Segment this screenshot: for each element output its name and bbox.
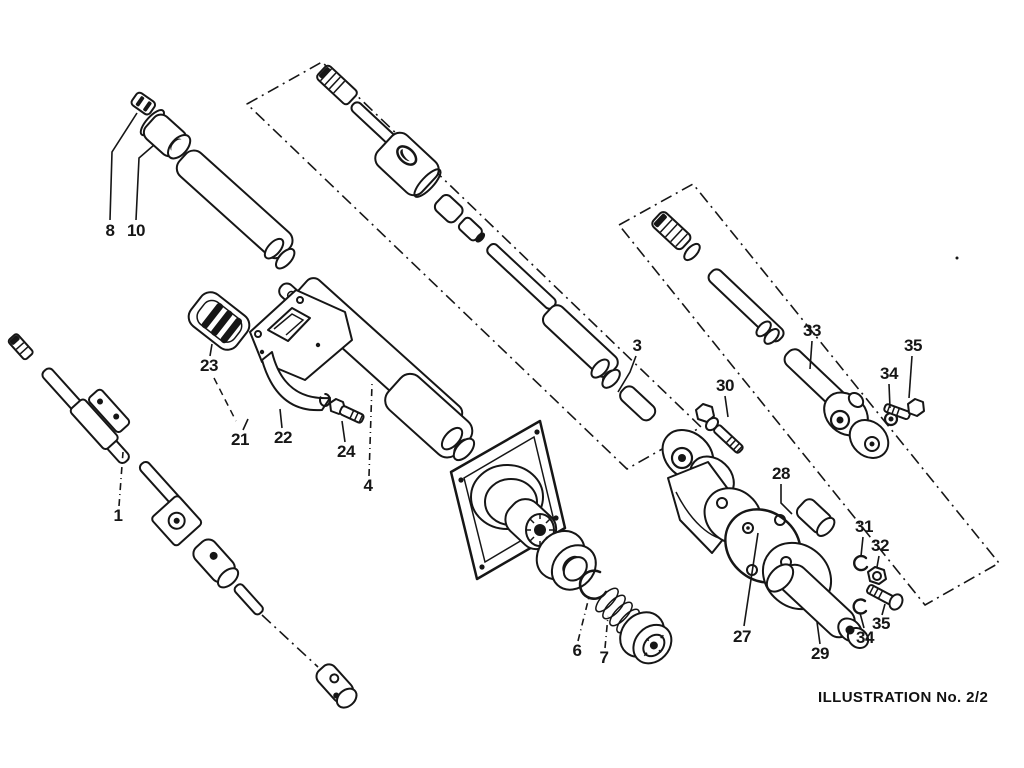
leader-line-30 [724, 395, 729, 418]
lower-joint-shaft [651, 211, 890, 459]
column-nut [619, 611, 673, 665]
phantom-outline-upper [246, 61, 702, 470]
phantom-outline-lower [618, 183, 1000, 606]
part-label-7: 7 [599, 648, 609, 667]
steering-main-shaft [316, 64, 657, 422]
small-fasteners [852, 398, 925, 615]
shaft-ring-pair [590, 358, 621, 389]
bearing-cup [535, 529, 597, 591]
shaft-collar [374, 131, 442, 198]
part-label-22: 22 [274, 428, 292, 447]
part-label-28: 28 [772, 464, 790, 483]
leader-line-22 [279, 408, 283, 429]
part-label-24: 24 [337, 442, 355, 461]
flexible-coupling [703, 487, 870, 649]
washer-34-bottom [852, 598, 868, 615]
bracket-bolt [319, 393, 365, 424]
bearing-spring-nut [535, 529, 673, 665]
leader-line-34 [888, 383, 891, 409]
part-label-27: 27 [733, 627, 751, 646]
leader-line-32 [876, 555, 880, 568]
leader-line-6 [577, 596, 590, 642]
joint-fork-33 [823, 391, 890, 459]
leader-line-10 [135, 144, 155, 221]
leader-line-31 [860, 536, 864, 557]
part-label-30: 30 [716, 376, 734, 395]
lower-steering-shaft [7, 333, 358, 709]
leader-line-33 [809, 340, 813, 370]
part-label-35: 35 [872, 614, 890, 633]
leader-line-34 [859, 612, 865, 629]
leader-line-28 [780, 484, 793, 515]
part-label-8: 8 [105, 221, 115, 240]
leader-line-24 [341, 420, 346, 443]
shaft-flange [151, 495, 203, 547]
shaft-clamp [69, 388, 131, 451]
phantom-outlines [246, 61, 1000, 606]
pinch-bolt [695, 403, 744, 454]
part-label-1: 1 [113, 506, 123, 525]
shaft-end-yoke [315, 663, 358, 709]
leader-line-3 [617, 355, 637, 393]
leader-line-27 [743, 532, 759, 627]
column-bracket-assembly [187, 289, 365, 424]
part-label-29: 29 [811, 644, 829, 663]
snap-ring [578, 569, 608, 600]
part-label-34: 34 [856, 628, 874, 647]
leader-line-4 [368, 383, 373, 477]
toe-plate [449, 419, 567, 581]
leader-line-35 [881, 603, 886, 616]
caption: ILLUSTRATION No. 2/2 [818, 689, 989, 706]
bolt-35-bottom [866, 584, 904, 611]
print-speck [955, 256, 959, 260]
part-label-3: 3 [632, 336, 642, 355]
sleeve-yoke [765, 563, 870, 649]
part-label-21: 21 [231, 430, 249, 449]
part-label-32: 32 [871, 536, 889, 555]
coupling-spacer [795, 498, 836, 537]
leader-line-8 [109, 112, 138, 221]
part-label-6: 6 [572, 641, 582, 660]
column-bushing [139, 109, 192, 160]
leader-line-35 [908, 355, 913, 399]
part-label-34: 34 [880, 364, 898, 383]
part-label-23: 23 [200, 356, 218, 375]
part-label-31: 31 [855, 517, 873, 536]
part-label-10: 10 [127, 221, 145, 240]
washer-31 [853, 554, 869, 572]
column-clip [130, 91, 157, 116]
nut-32 [867, 566, 887, 585]
leader-line-23 [209, 343, 213, 357]
leader-line-21 [242, 418, 249, 431]
part-label-4: 4 [363, 476, 373, 495]
leader-line-1 [118, 451, 124, 507]
leader-line-29 [816, 621, 821, 645]
part-label-33: 33 [803, 321, 821, 340]
part-label-35: 35 [904, 336, 922, 355]
leader-line-7 [604, 615, 609, 649]
shaft-u-joint [192, 538, 240, 589]
bolt-35-top [883, 398, 925, 421]
clamp-knob [187, 291, 251, 351]
leader-layer [109, 112, 913, 649]
